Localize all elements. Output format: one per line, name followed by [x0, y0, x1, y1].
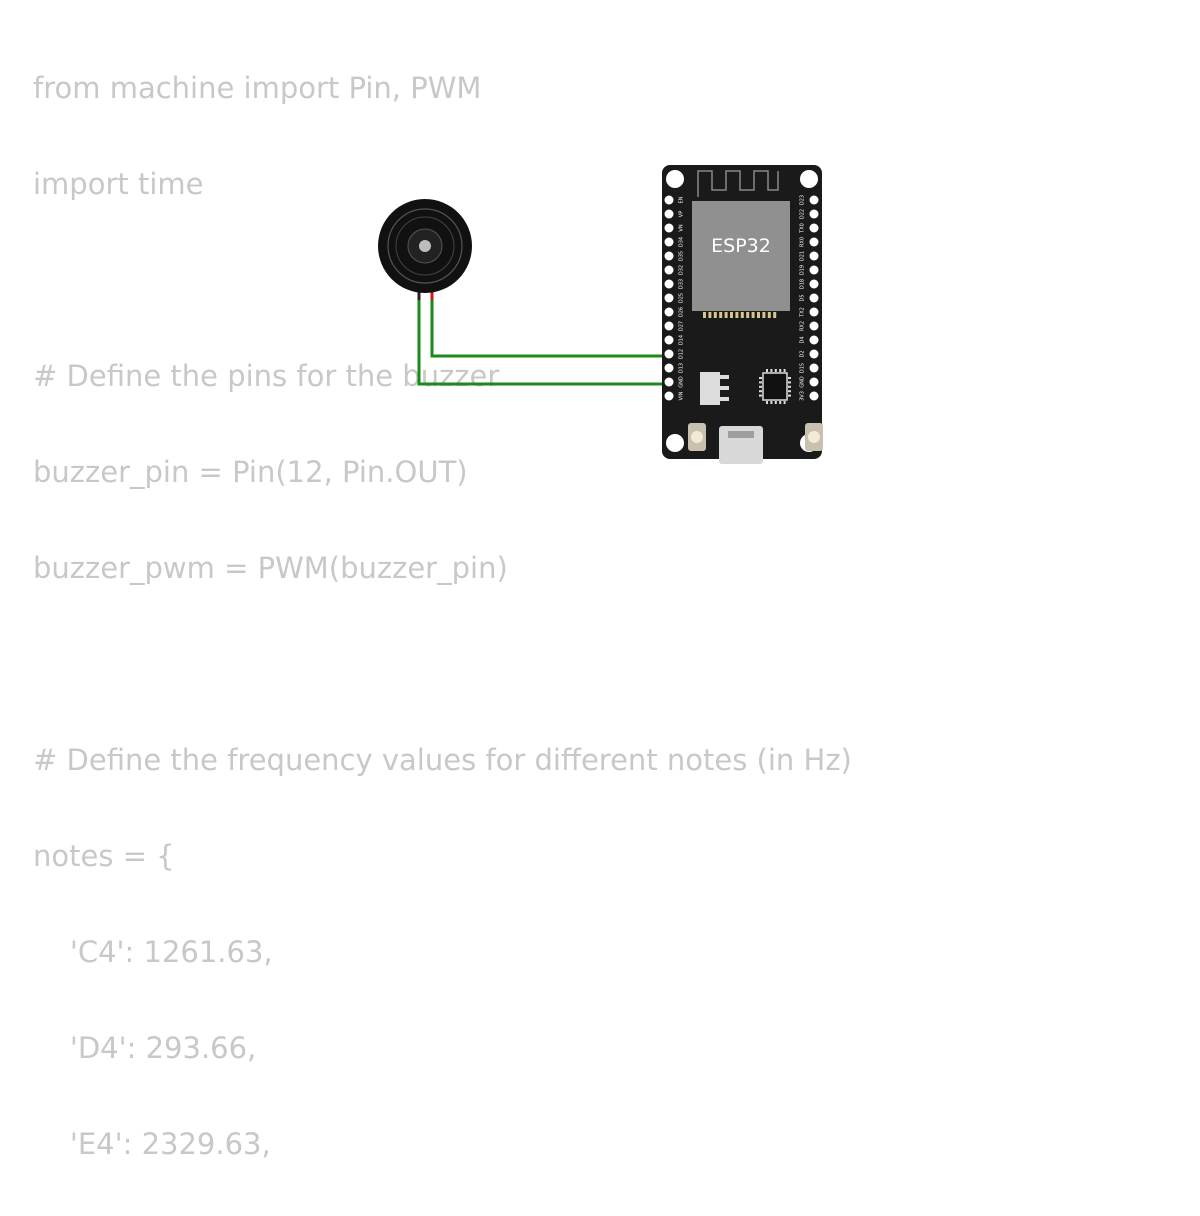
code-line: buzzer_pwm = PWM(buzzer_pin)	[33, 551, 508, 585]
pin-label: D19	[800, 265, 806, 275]
code-line: from machine import Pin, PWM	[33, 71, 482, 105]
circuit-canvas: ESP32 ENVPVND34D35D32D33D25D26D27D14D12D…	[378, 165, 823, 464]
pin-vin[interactable]	[664, 391, 674, 401]
code-line: 'C4': 1261.63,	[33, 935, 273, 969]
esp32-chip	[692, 201, 790, 311]
code-line: import time	[33, 167, 204, 201]
pin-d19[interactable]	[809, 265, 819, 275]
antenna-trace	[697, 170, 779, 197]
pin-rx2[interactable]	[809, 321, 819, 331]
code-line: # Define the frequency values for differ…	[33, 743, 852, 777]
pin-d2[interactable]	[809, 349, 819, 359]
wire-signal[interactable]	[430, 300, 670, 358]
pin-label: D22	[800, 209, 806, 219]
pin-label: D2	[800, 350, 806, 357]
pin-label: D5	[800, 294, 806, 301]
pin-label: GND	[679, 376, 685, 388]
boot-button-cap	[691, 431, 703, 443]
pin-d32[interactable]	[664, 265, 674, 275]
esp32-board[interactable]: ESP32 ENVPVND34D35D32D33D25D26D27D14D12D…	[662, 165, 823, 464]
pin-label: D21	[800, 251, 806, 261]
regulator-pin	[720, 375, 729, 379]
pin-gnd[interactable]	[664, 377, 674, 387]
code-line: 'D4': 293.66,	[33, 1031, 257, 1065]
mounting-hole	[666, 434, 684, 452]
mounting-hole	[666, 170, 684, 188]
pin-label: RX0	[800, 237, 806, 247]
pin-label: D26	[679, 307, 685, 317]
usb-port-opening	[728, 431, 754, 438]
pin-d18[interactable]	[809, 279, 819, 289]
usb-chip-pins	[759, 369, 791, 404]
pin-d4[interactable]	[809, 335, 819, 345]
pin-3v3[interactable]	[809, 391, 819, 401]
code-line: 'E4': 2329.63,	[33, 1127, 271, 1161]
mounting-hole	[800, 170, 818, 188]
pin-label: RX2	[800, 321, 806, 331]
pin-label: D15	[800, 363, 806, 373]
pin-label: D23	[800, 195, 806, 205]
pin-vn[interactable]	[664, 223, 674, 233]
chip-label: ESP32	[711, 235, 771, 257]
pin-rx0[interactable]	[809, 237, 819, 247]
code-line: buzzer_pin = Pin(12, Pin.OUT)	[33, 455, 468, 489]
regulator-pin	[720, 397, 729, 401]
pin-label: D34	[679, 237, 685, 247]
pin-vp[interactable]	[664, 209, 674, 219]
pin-d5[interactable]	[809, 293, 819, 303]
pin-label: 3V3	[800, 391, 806, 401]
regulator-pin	[720, 386, 729, 390]
pin-label: VP	[679, 211, 685, 217]
pin-label: D35	[679, 251, 685, 261]
pin-label: TX0	[800, 223, 806, 234]
pin-d12[interactable]	[664, 349, 674, 359]
pin-en[interactable]	[664, 195, 674, 205]
wire-ground[interactable]	[417, 300, 670, 386]
code-line	[33, 640, 852, 688]
pin-d14[interactable]	[664, 335, 674, 345]
pin-label: D25	[679, 293, 685, 303]
pin-tx0[interactable]	[809, 223, 819, 233]
buzzer[interactable]	[378, 199, 472, 293]
pin-d26[interactable]	[664, 307, 674, 317]
pin-label: D4	[800, 336, 806, 343]
pin-d35[interactable]	[664, 251, 674, 261]
pin-d23[interactable]	[809, 195, 819, 205]
code-line: notes = {	[33, 839, 175, 873]
pin-d33[interactable]	[664, 279, 674, 289]
pin-d22[interactable]	[809, 209, 819, 219]
pin-d15[interactable]	[809, 363, 819, 373]
pin-label: VIN	[679, 391, 685, 400]
chip-pads	[703, 312, 777, 318]
pin-tx2[interactable]	[809, 307, 819, 317]
pin-label: D18	[800, 279, 806, 289]
pin-label: D27	[679, 321, 685, 331]
pin-d21[interactable]	[809, 251, 819, 261]
code-line: # Define the pins for the buzzer	[33, 359, 500, 393]
voltage-regulator	[700, 372, 720, 405]
pin-label: D14	[679, 335, 685, 345]
pin-label: TX2	[800, 307, 806, 318]
pin-label: D32	[679, 265, 685, 275]
pin-d25[interactable]	[664, 293, 674, 303]
pin-label: D12	[679, 349, 685, 359]
pin-label: VN	[679, 224, 685, 231]
pin-label: GND	[800, 376, 806, 388]
usb-serial-chip	[762, 372, 788, 401]
en-button-cap	[808, 431, 820, 443]
pin-d27[interactable]	[664, 321, 674, 331]
pin-gnd[interactable]	[809, 377, 819, 387]
pin-label: EN	[679, 196, 685, 203]
pin-d13[interactable]	[664, 363, 674, 373]
pin-label: D13	[679, 363, 685, 373]
pin-label: D33	[679, 279, 685, 289]
pin-d34[interactable]	[664, 237, 674, 247]
